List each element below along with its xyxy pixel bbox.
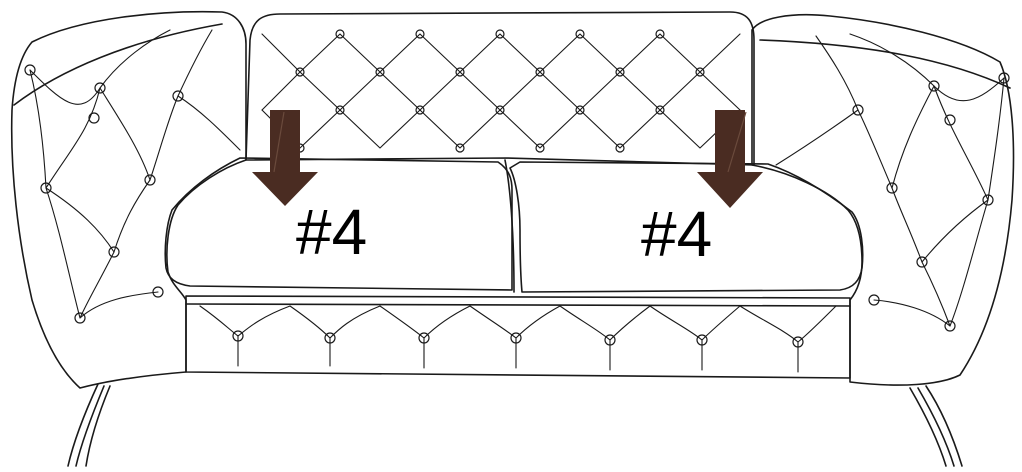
right-arm — [752, 15, 1014, 385]
front-base-buttons — [233, 331, 803, 347]
back-tufting-buttons — [296, 30, 704, 152]
back-panel — [246, 12, 754, 165]
leg-right — [910, 386, 962, 466]
left-arm-buttons — [25, 65, 183, 323]
front-base — [186, 296, 850, 378]
leg-left — [68, 384, 110, 466]
arrow-right — [697, 110, 763, 208]
back-tufting — [262, 34, 740, 148]
cushion-label-right: #4 — [641, 202, 712, 266]
left-arm-tufting — [30, 30, 240, 318]
cushion-label-left: #4 — [296, 200, 367, 264]
left-arm — [12, 12, 246, 388]
front-base-tufting — [200, 306, 836, 372]
right-arm-tufting — [776, 34, 1004, 326]
